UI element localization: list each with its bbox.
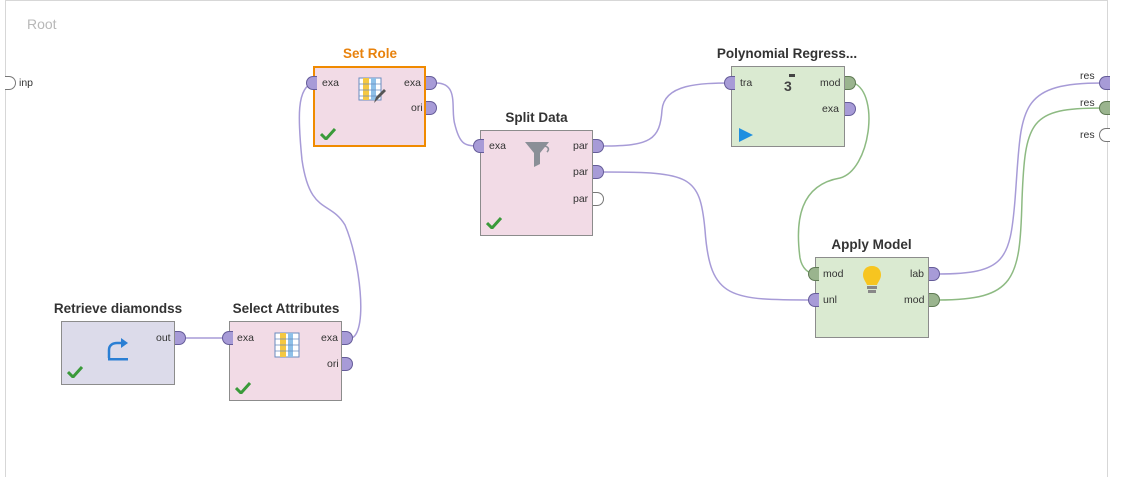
- process-output-port-1[interactable]: [1099, 76, 1110, 90]
- set-role-success-check-icon: [320, 128, 336, 140]
- polynomial-regression-title: Polynomial Regress...: [716, 46, 858, 61]
- polynomial-degree-icon: 3: [784, 74, 798, 98]
- lightbulb-icon: [863, 266, 881, 293]
- set-role-port-out-exa[interactable]: [426, 76, 437, 90]
- table-edit-icon: [358, 77, 386, 103]
- set-role-port-label-out-exa: exa: [404, 77, 421, 89]
- process-output-port-label-1: res: [1080, 70, 1095, 82]
- retrieve-operator[interactable]: [61, 321, 175, 385]
- apply-model-port-in-mod[interactable]: [808, 267, 819, 281]
- select-attributes-port-label-in-exa: exa: [237, 332, 254, 344]
- apply-model-port-label-out-lab: lab: [910, 268, 925, 280]
- select-attributes-port-label-out-ori: ori: [327, 358, 339, 370]
- set-role-port-in-exa[interactable]: [306, 76, 317, 90]
- split-data-port-out-par-2[interactable]: [593, 165, 604, 179]
- process-input-port[interactable]: [5, 76, 16, 90]
- split-data-operator[interactable]: [480, 130, 593, 236]
- select-attributes-operator[interactable]: [229, 321, 342, 401]
- split-data-success-check-icon: [486, 217, 502, 229]
- split-data-title: Split Data: [505, 110, 568, 125]
- polynomial-regression-operator[interactable]: 3: [731, 66, 845, 147]
- apply-model-title: Apply Model: [831, 237, 912, 252]
- set-role-operator[interactable]: [313, 66, 426, 147]
- split-data-port-label-out-par-2: par: [573, 166, 589, 178]
- polynomial-regression-port-out-mod[interactable]: [845, 76, 856, 90]
- select-attributes-port-out-ori[interactable]: [342, 357, 353, 371]
- select-attributes-port-in-exa[interactable]: [222, 331, 233, 345]
- polynomial-regression-port-out-exa[interactable]: [845, 102, 856, 116]
- set-role-port-out-ori[interactable]: [426, 101, 437, 115]
- apply-model-port-label-in-unl: unl: [823, 294, 838, 306]
- split-data-port-out-par-1[interactable]: [593, 139, 604, 153]
- split-data-port-out-par-3[interactable]: [593, 192, 604, 206]
- select-attributes-success-check-icon: [235, 382, 251, 394]
- apply-model-port-in-unl[interactable]: [808, 293, 819, 307]
- set-role-port-label-in-exa: exa: [322, 77, 339, 89]
- retrieve-port-label-out: out: [156, 332, 171, 344]
- process-canvas[interactable]: Root: [5, 0, 1108, 477]
- set-role-title: Set Role: [342, 46, 397, 61]
- process-input-port-label: inp: [19, 77, 34, 89]
- split-data-port-label-in-exa: exa: [489, 140, 506, 152]
- polynomial-degree-label: 3: [784, 78, 792, 94]
- retrieve-title: Retrieve diamondss: [53, 301, 183, 316]
- select-attributes-port-out-exa[interactable]: [342, 331, 353, 345]
- polynomial-regression-port-label-in-tra: tra: [740, 77, 753, 89]
- split-data-port-in-exa[interactable]: [473, 139, 484, 153]
- process-output-port-3[interactable]: [1099, 128, 1110, 142]
- process-output-port-label-2: res: [1080, 97, 1095, 109]
- select-attributes-title: Select Attributes: [232, 301, 340, 316]
- select-attributes-port-label-out-exa: exa: [321, 332, 338, 344]
- process-output-port-label-3: res: [1080, 129, 1095, 141]
- process-output-port-2[interactable]: [1099, 101, 1110, 115]
- run-play-icon[interactable]: [738, 127, 754, 143]
- table-columns-icon: [274, 332, 300, 358]
- split-data-port-label-out-par-3: par: [573, 193, 589, 205]
- polynomial-regression-port-label-out-exa: exa: [822, 103, 839, 115]
- retrieve-success-check-icon: [67, 366, 83, 378]
- apply-model-port-out-mod[interactable]: [929, 293, 940, 307]
- retrieve-arrow-icon: [107, 338, 128, 361]
- apply-model-port-out-lab[interactable]: [929, 267, 940, 281]
- polynomial-regression-port-in-tra[interactable]: [724, 76, 735, 90]
- apply-model-port-label-out-mod: mod: [904, 294, 925, 306]
- split-data-port-label-out-par-1: par: [573, 140, 589, 152]
- funnel-filter-icon: [525, 142, 550, 167]
- apply-model-port-label-in-mod: mod: [823, 268, 844, 280]
- root-label: Root: [27, 16, 57, 32]
- set-role-port-label-out-ori: ori: [411, 102, 423, 114]
- polynomial-regression-port-label-out-mod: mod: [820, 77, 841, 89]
- retrieve-port-out[interactable]: [175, 331, 186, 345]
- apply-model-operator[interactable]: [815, 257, 929, 338]
